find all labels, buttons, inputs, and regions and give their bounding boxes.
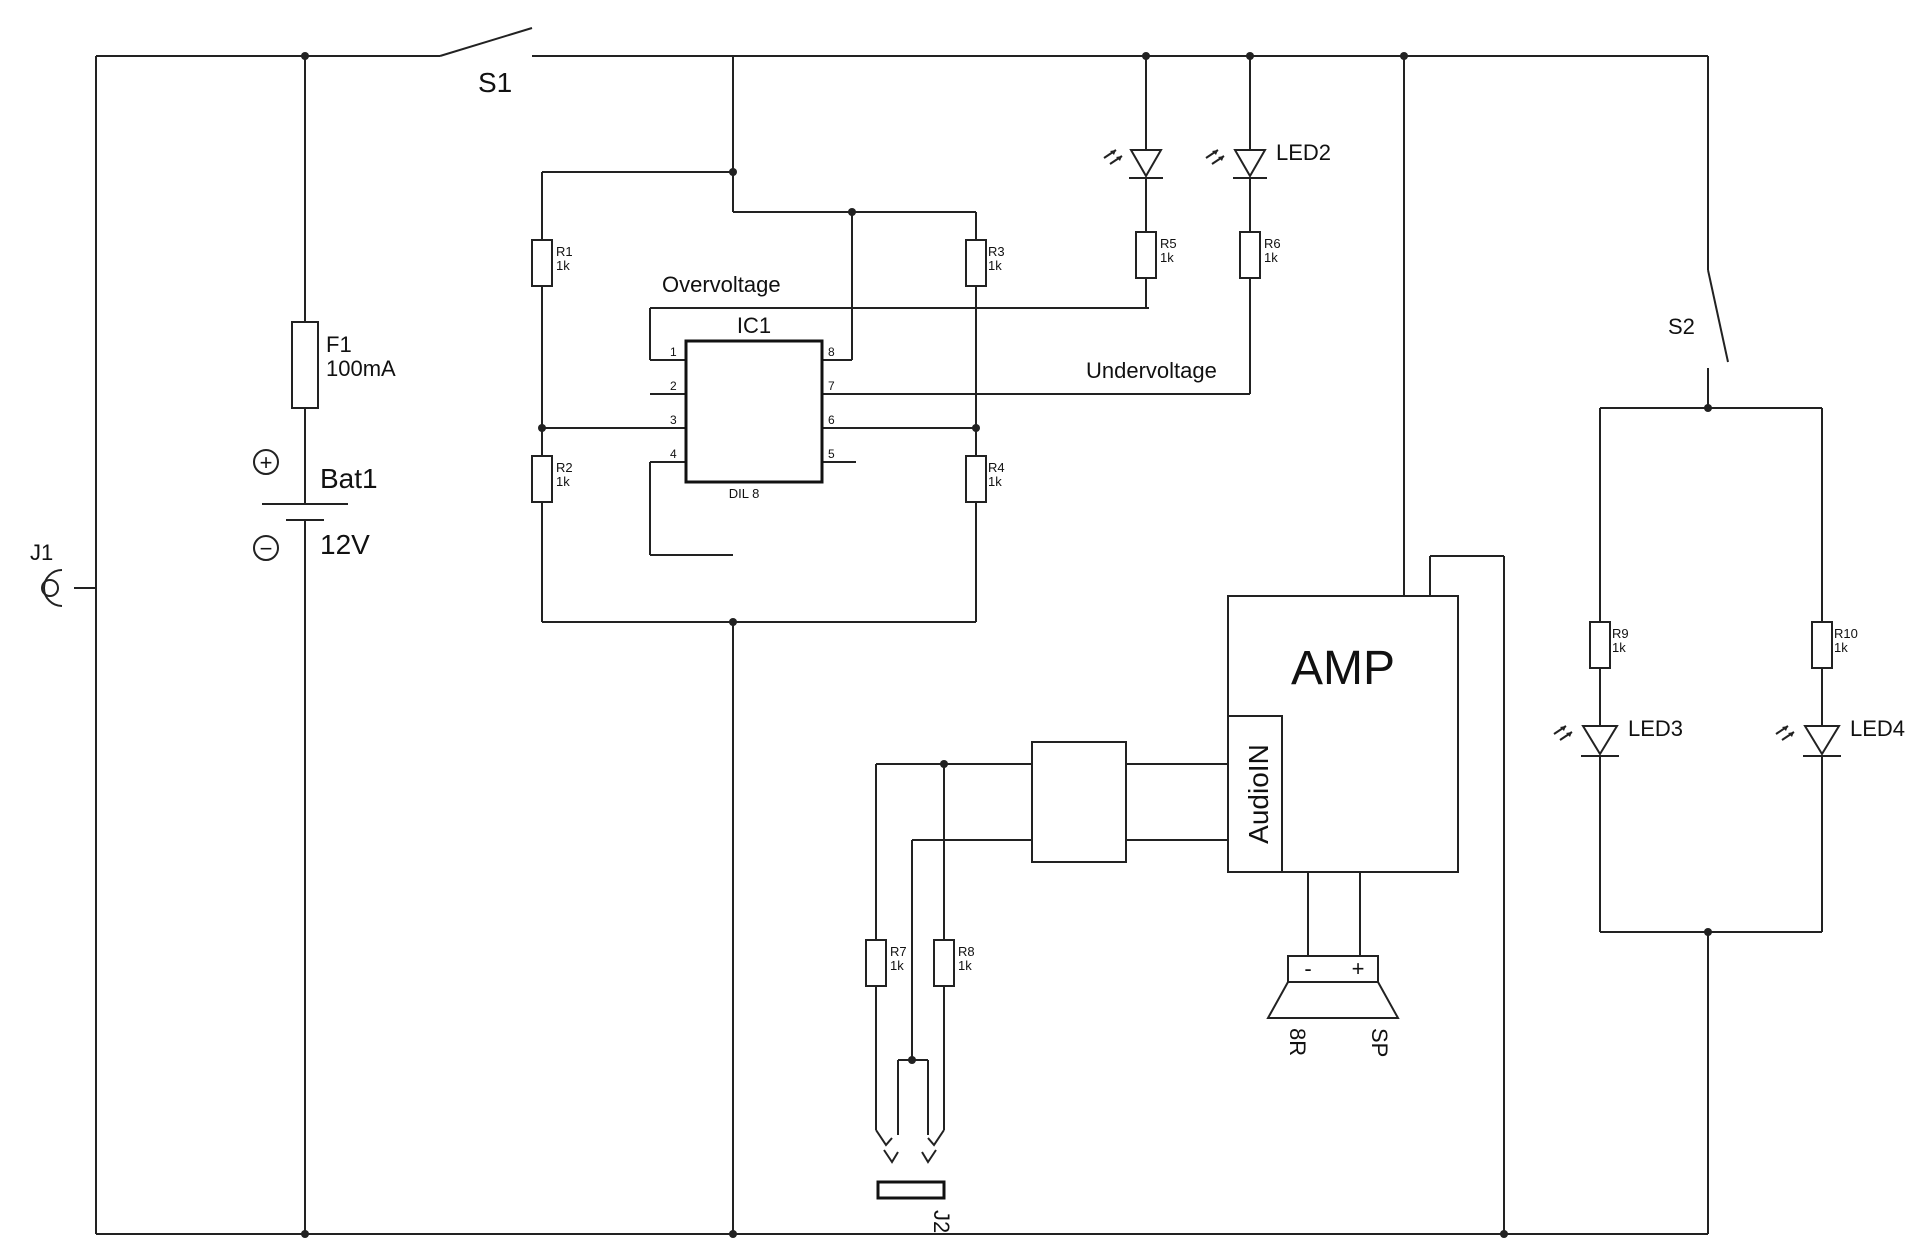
audio-block <box>876 741 1228 863</box>
junction-dot <box>972 424 980 432</box>
junctions <box>301 52 1712 1238</box>
r3-name: R3 <box>988 244 1005 259</box>
bat1-label: Bat1 <box>320 463 378 494</box>
r5-name: R5 <box>1160 236 1177 251</box>
amp-label: AMP <box>1291 642 1395 695</box>
top-rail <box>96 27 1708 57</box>
ic-pin-4: 4 <box>670 447 677 461</box>
resistor-r1: R1 1k <box>531 239 573 287</box>
resistor-r4: R4 1k <box>965 455 1005 503</box>
r9-name: R9 <box>1612 626 1629 641</box>
speaker-plus: + <box>1352 956 1365 981</box>
battery-bat1: + − Bat1 12V <box>253 449 378 1234</box>
led1-branch <box>1103 56 1163 308</box>
junction-dot <box>729 168 737 176</box>
ic1-label: IC1 <box>737 313 771 338</box>
resistor-r3: R3 1k <box>965 239 1005 287</box>
r6-name: R6 <box>1264 236 1281 251</box>
r3-value: 1k <box>988 258 1002 273</box>
fuse-f1: F1 100mA <box>291 56 396 504</box>
junction-dot <box>940 760 948 768</box>
junction-dot <box>1142 52 1150 60</box>
led2-branch: LED2 <box>1205 56 1331 394</box>
junction-dot <box>1704 928 1712 936</box>
ic-pin-7: 7 <box>828 379 835 393</box>
r5-value: 1k <box>1160 250 1174 265</box>
resistor-r7: R7 1k <box>865 939 907 987</box>
ic-pin-8: 8 <box>828 345 835 359</box>
speaker-name: SP <box>1367 1028 1392 1057</box>
amplifier-amp: AMP AudioIN <box>1227 595 1459 873</box>
resistor-r9: R9 1k <box>1589 621 1629 669</box>
junction-dot <box>1500 1230 1508 1238</box>
right-branch: S2 <box>1599 56 1823 1234</box>
junction-dot <box>908 1056 916 1064</box>
f1-value: 100mA <box>326 356 396 381</box>
led3-label: LED3 <box>1628 716 1683 741</box>
jack-j1: J1 <box>30 540 96 607</box>
j1-label: J1 <box>30 540 53 565</box>
r10-name: R10 <box>1834 626 1858 641</box>
resistor-r2: R2 1k <box>531 455 573 503</box>
ic1-package: DIL 8 <box>729 486 760 501</box>
junction-dot <box>301 1230 309 1238</box>
f1-label: F1 <box>326 332 352 357</box>
r2-value: 1k <box>556 474 570 489</box>
audio-in-label: AudioIN <box>1243 744 1274 844</box>
r9-value: 1k <box>1612 640 1626 655</box>
ic1: IC1 DIL 8 1 2 3 4 5 6 7 8 <box>670 313 835 501</box>
j2-label: J2 <box>929 1210 954 1233</box>
r7-value: 1k <box>890 958 904 973</box>
ic-pin-5: 5 <box>828 447 835 461</box>
bat-voltage-label: 12V <box>320 529 370 560</box>
resistor-r8: R8 1k <box>933 939 975 987</box>
undervoltage-label: Undervoltage <box>1086 358 1217 383</box>
speaker-impedance: 8R <box>1285 1028 1310 1056</box>
s2-label: S2 <box>1668 314 1695 339</box>
r7-name: R7 <box>890 944 907 959</box>
r6-value: 1k <box>1264 250 1278 265</box>
amp-wiring <box>1403 56 1505 1234</box>
s1-label: S1 <box>478 67 512 98</box>
ic-pin-2: 2 <box>670 379 677 393</box>
junction-dot <box>848 208 856 216</box>
r1-name: R1 <box>556 244 573 259</box>
led4: LED4 <box>1775 716 1905 757</box>
resistor-r10: R10 1k <box>1811 621 1858 669</box>
battery-minus-symbol: − <box>260 536 273 561</box>
r8-value: 1k <box>958 958 972 973</box>
battery-plus-symbol: + <box>260 450 273 475</box>
overvoltage-label: Overvoltage <box>662 272 781 297</box>
junction-dot <box>1704 404 1712 412</box>
ic-pin-3: 3 <box>670 413 677 427</box>
r4-name: R4 <box>988 460 1005 475</box>
led3: LED3 <box>1553 716 1683 757</box>
jack-j2-wiring: J2 <box>875 764 954 1233</box>
junction-dot <box>729 618 737 626</box>
led2-label: LED2 <box>1276 140 1331 165</box>
junction-dot <box>538 424 546 432</box>
r10-value: 1k <box>1834 640 1848 655</box>
junction-dot <box>729 1230 737 1238</box>
ic-pin-6: 6 <box>828 413 835 427</box>
ic-pin-1: 1 <box>670 345 677 359</box>
resistor-r6: R6 1k <box>1239 231 1281 279</box>
speaker-minus: - <box>1304 956 1311 981</box>
r2-name: R2 <box>556 460 573 475</box>
led4-label: LED4 <box>1850 716 1905 741</box>
resistor-r5: R5 1k <box>1135 231 1177 279</box>
r4-value: 1k <box>988 474 1002 489</box>
speaker-sp: - + 8R SP <box>1266 872 1400 1057</box>
junction-dot <box>1246 52 1254 60</box>
r1-value: 1k <box>556 258 570 273</box>
junction-dot <box>1400 52 1408 60</box>
junction-dot <box>301 52 309 60</box>
r8-name: R8 <box>958 944 975 959</box>
